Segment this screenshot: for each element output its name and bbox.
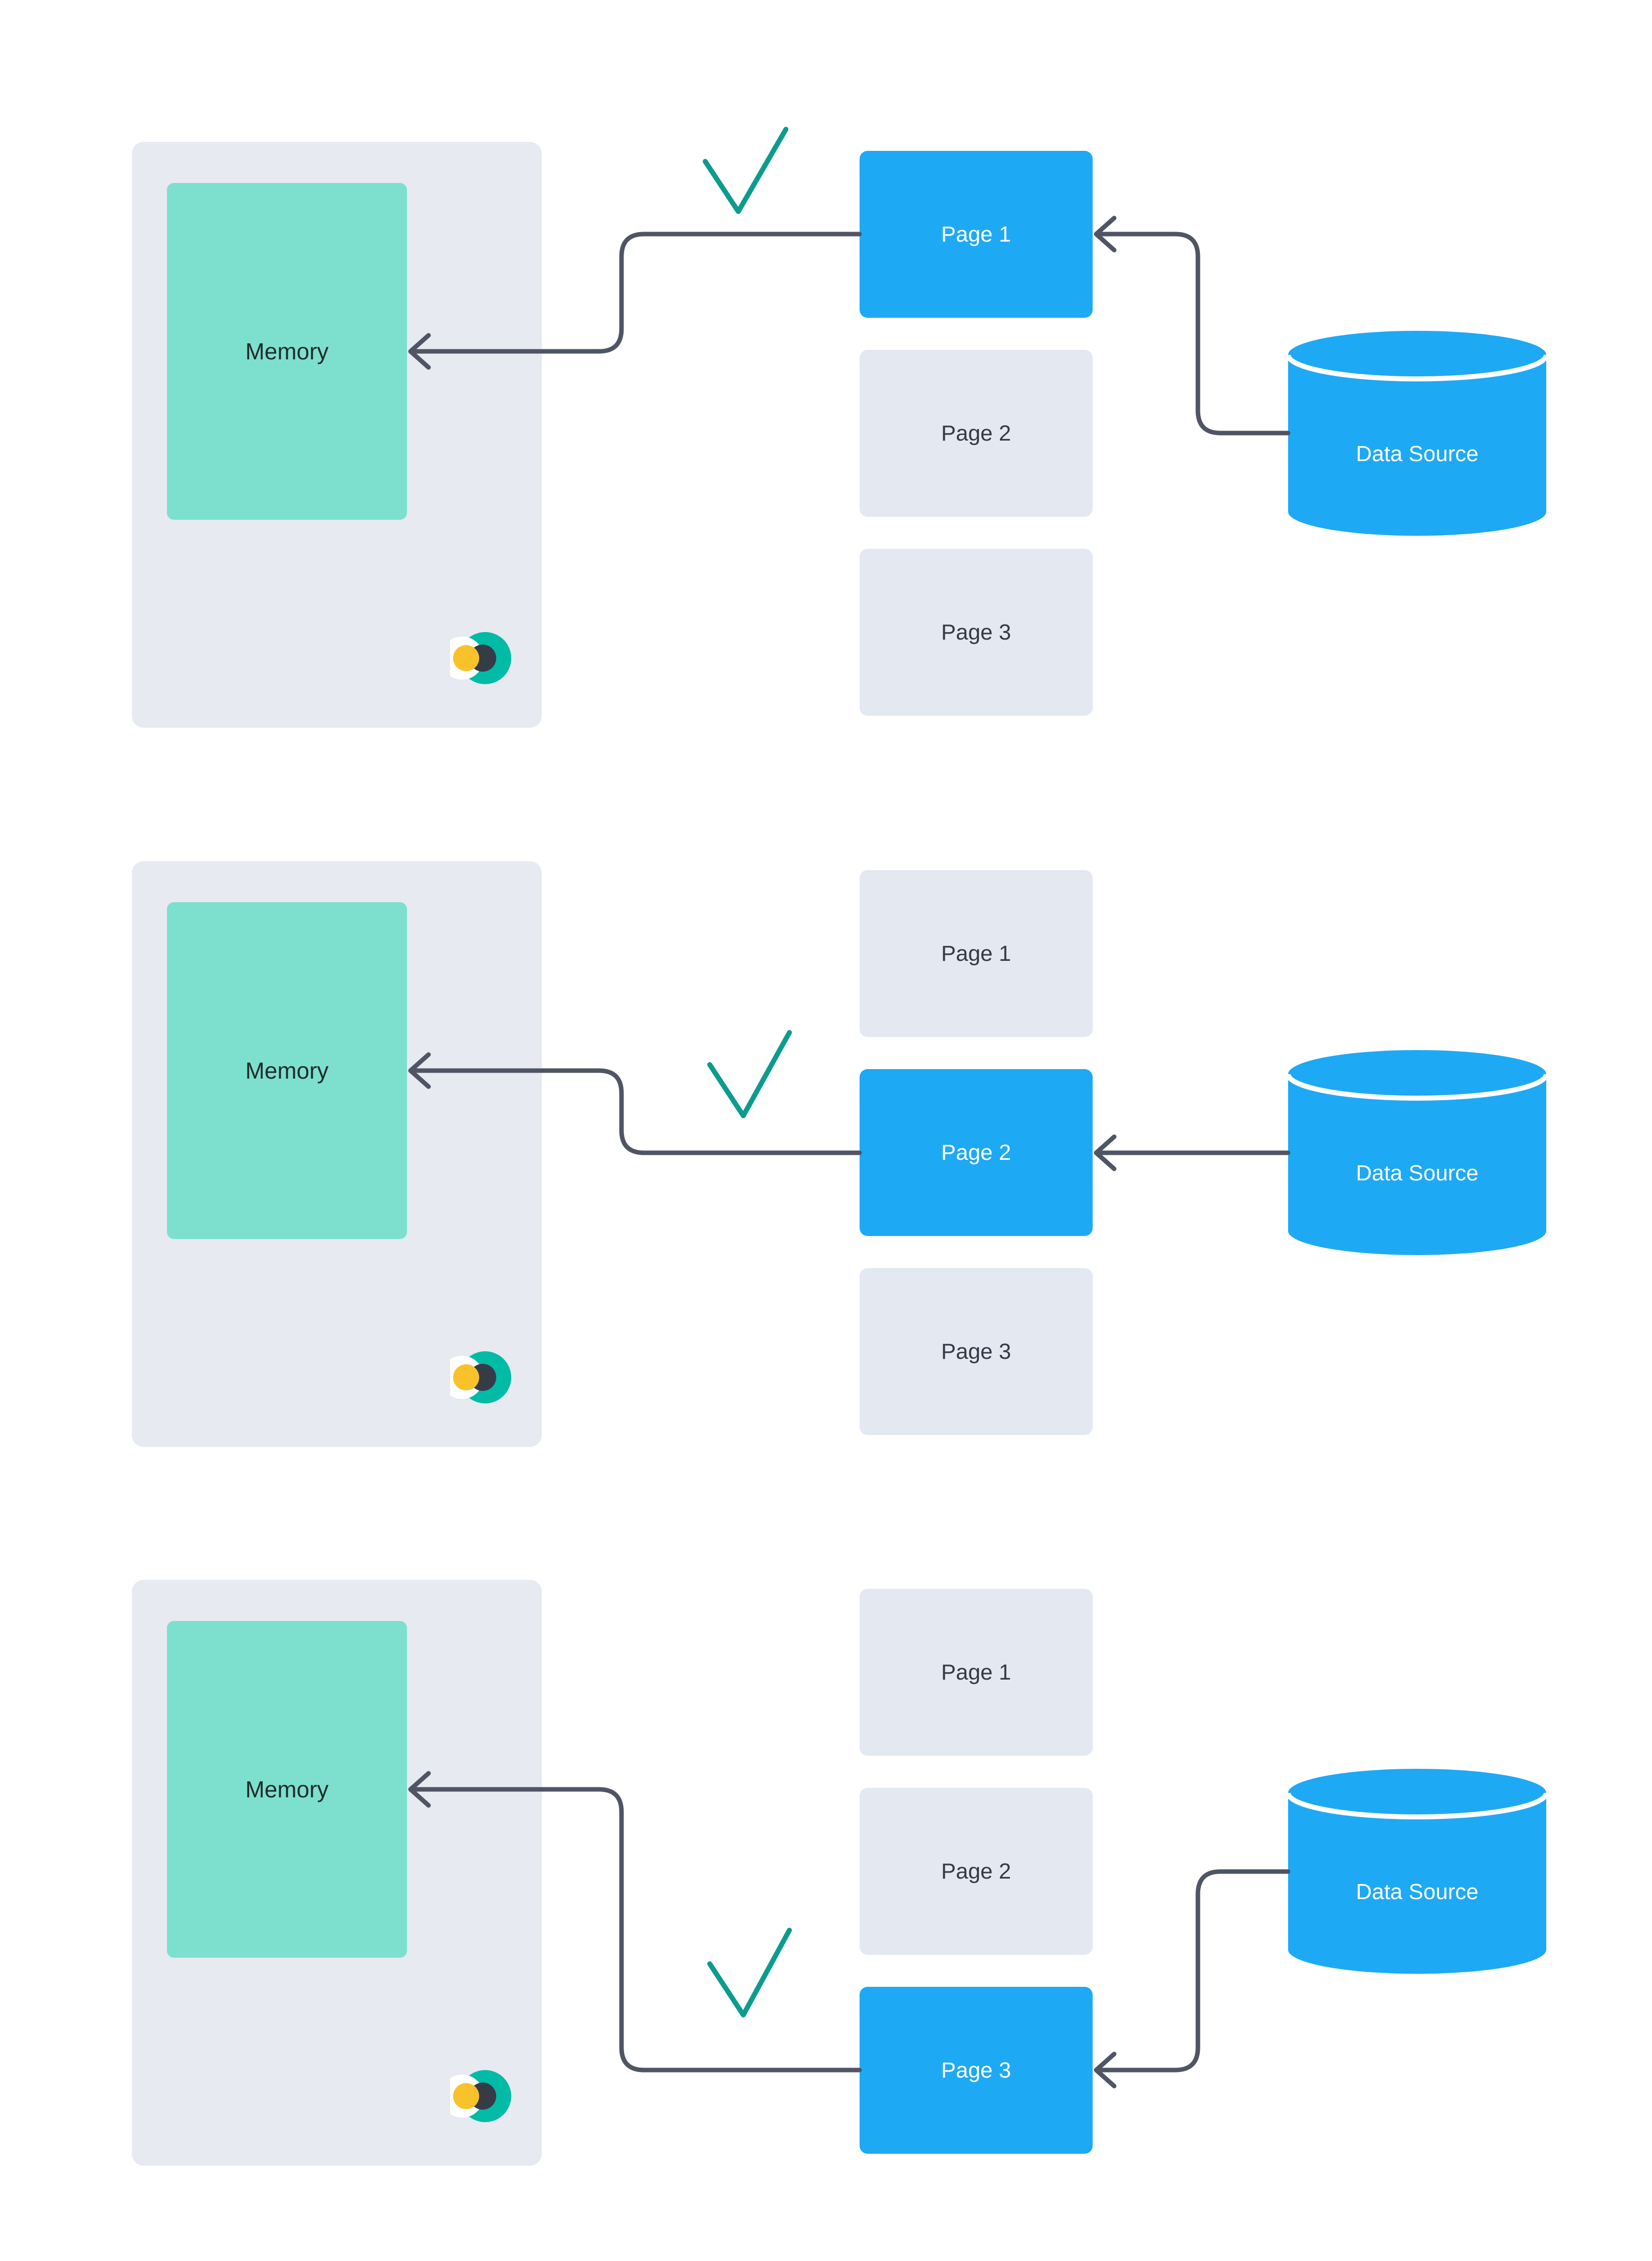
page-label: Page 1 (941, 222, 1011, 247)
data-source-cylinder: Data Source (1288, 1050, 1546, 1255)
page-box-3: Page 3 (860, 1987, 1093, 2154)
data-source-cylinder: Data Source (1288, 1769, 1546, 1974)
data-source-label: Data Source (1356, 1880, 1479, 1904)
page-box-2: Page 2 (860, 350, 1093, 517)
memory-panel: Memory (132, 142, 542, 728)
page-label: Page 3 (941, 620, 1011, 645)
page-label: Page 3 (941, 1339, 1011, 1364)
page-box-1: Page 1 (860, 870, 1093, 1037)
brand-logo-icon (450, 2070, 511, 2122)
page-label: Page 2 (941, 1859, 1011, 1884)
memory-label: Memory (245, 1058, 329, 1084)
page-label: Page 1 (941, 941, 1011, 966)
page-box-2: Page 2 (860, 1069, 1093, 1236)
brand-logo-icon (450, 632, 511, 684)
page-label: Page 2 (941, 421, 1011, 446)
diagram-step-3: Memory Page 1 Page 2 Page 3 Data Source (132, 1580, 1546, 2166)
arrowhead-left-icon (1094, 1134, 1117, 1171)
arrow-datasource-to-page3 (1094, 1869, 1291, 2089)
database-cylinder-icon (1288, 1050, 1546, 1255)
checkmark-icon (703, 127, 788, 214)
brand-logo-icon (450, 1351, 511, 1403)
database-cylinder-icon (1288, 1769, 1546, 1974)
page-label: Page 3 (941, 2058, 1011, 2083)
memory-box: Memory (167, 183, 407, 520)
page-label: Page 1 (941, 1660, 1011, 1685)
page-box-1: Page 1 (860, 151, 1093, 318)
memory-panel: Memory (132, 1580, 542, 2166)
memory-label: Memory (245, 338, 329, 364)
page-label: Page 2 (941, 1140, 1011, 1165)
arrowhead-left-icon (1094, 216, 1117, 253)
page-box-3: Page 3 (860, 1268, 1093, 1435)
diagram-step-2: Memory Page 1 Page 2 Page 3 Data Source (132, 861, 1546, 1447)
memory-panel: Memory (132, 861, 542, 1447)
arrow-datasource-to-page1 (1094, 216, 1291, 436)
data-source-label: Data Source (1356, 1161, 1479, 1185)
memory-label: Memory (245, 1776, 329, 1802)
page-box-3: Page 3 (860, 549, 1093, 716)
database-cylinder-icon (1288, 331, 1546, 536)
memory-box: Memory (167, 1621, 407, 1958)
checkmark-icon (707, 1030, 792, 1118)
diagram-step-1: Memory Page 1 Page 2 Page 3 Data Source (132, 127, 1546, 728)
checkmark-icon (707, 1928, 792, 2017)
memory-box: Memory (167, 902, 407, 1239)
arrow-datasource-to-page2 (1094, 1134, 1291, 1171)
data-source-label: Data Source (1356, 442, 1479, 466)
arrowhead-left-icon (1094, 2051, 1117, 2089)
page-box-1: Page 1 (860, 1589, 1093, 1756)
page-box-2: Page 2 (860, 1788, 1093, 1955)
data-source-cylinder: Data Source (1288, 331, 1546, 536)
